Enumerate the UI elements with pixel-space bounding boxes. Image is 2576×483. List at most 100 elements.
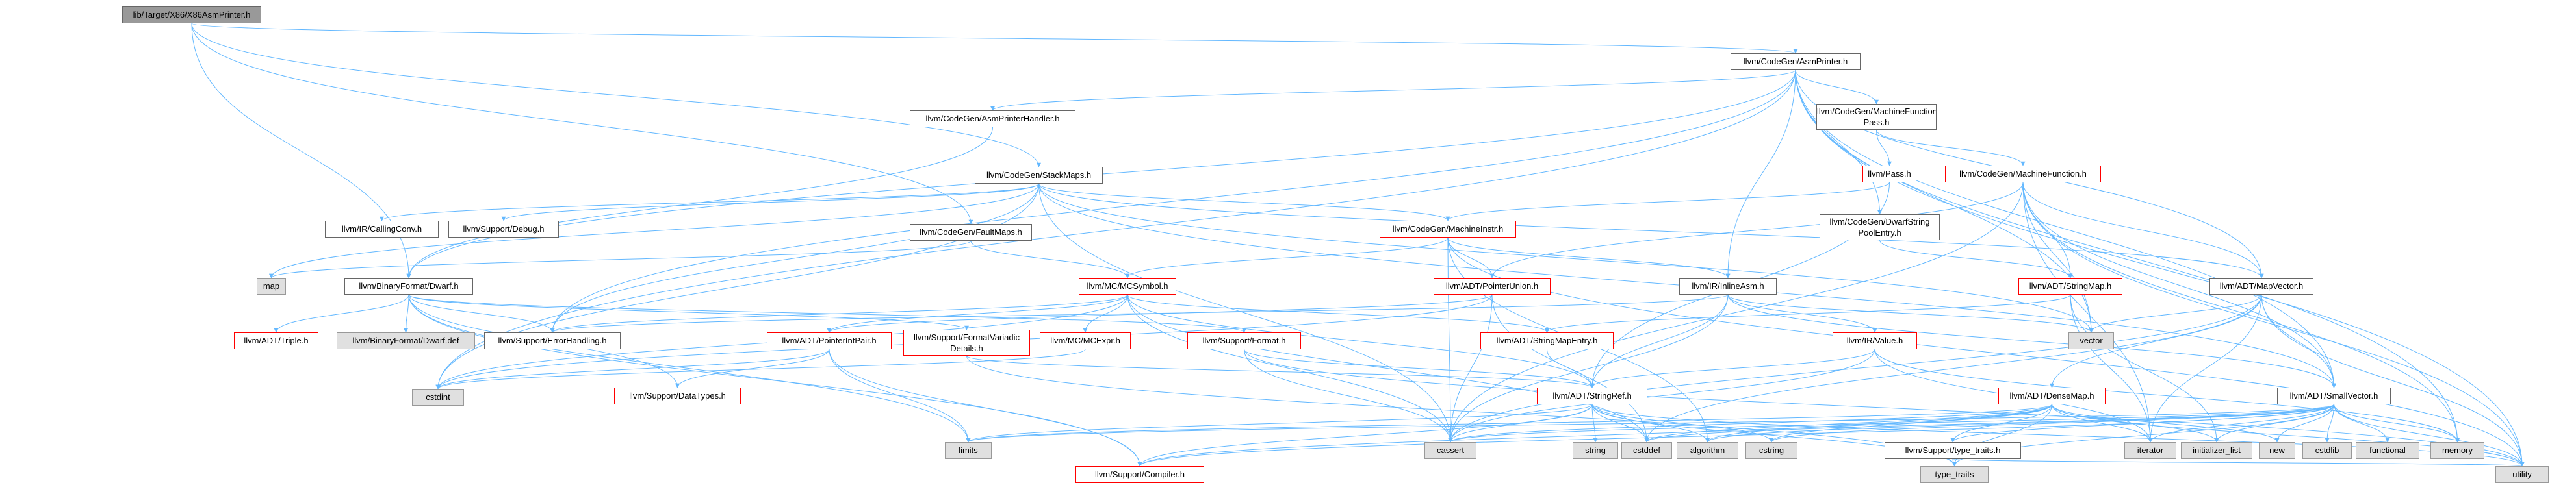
edge-inlineasm-to-cassert [1448, 294, 1729, 443]
node-debug[interactable]: llvm/Support/Debug.h [448, 221, 559, 238]
node-limits[interactable]: limits [945, 442, 992, 459]
node-cassert[interactable]: cassert [1424, 442, 1476, 459]
node-type_traits[interactable]: type_traits [1920, 466, 1989, 483]
node-formatvariadic[interactable]: llvm/Support/FormatVariadic Details.h [903, 330, 1030, 356]
node-value[interactable]: llvm/IR/Value.h [1833, 332, 1917, 349]
edge-inlineasm-to-stringref [1590, 294, 1729, 388]
edge-mfpass-to-machinefunction [1876, 129, 2026, 166]
node-mcsymbol[interactable]: llvm/MC/MCSymbol.h [1079, 278, 1176, 295]
node-algorithm[interactable]: algorithm [1677, 442, 1738, 459]
node-smallvector[interactable]: llvm/ADT/SmallVector.h [2277, 388, 2391, 404]
edge-stringmap-to-iterator [2070, 294, 2153, 443]
edge-root-to-faultmaps [191, 23, 973, 225]
edge-densemap-to-cstring [1769, 404, 2052, 443]
node-stackmaps[interactable]: llvm/CodeGen/StackMaps.h [975, 167, 1103, 184]
node-stringmap[interactable]: llvm/ADT/StringMap.h [2018, 278, 2122, 295]
edge-dwarf-to-limits [408, 294, 971, 443]
edge-mcsymbol-to-stringref [1127, 294, 1595, 388]
node-asmprinterhandler[interactable]: llvm/CodeGen/AsmPrinterHandler.h [910, 110, 1075, 127]
edge-mapvector-to-cstddef [1644, 294, 2262, 443]
node-callingconv[interactable]: llvm/IR/CallingConv.h [325, 221, 439, 238]
node-cstdint[interactable]: cstdint [412, 389, 464, 406]
edge-mapvector-to-cassert [1448, 294, 2262, 443]
edge-dwarf-to-dwarfdef [404, 294, 409, 333]
node-cstring[interactable]: cstring [1745, 442, 1797, 459]
edge-stackmaps-to-cassert [1038, 183, 1453, 443]
node-pointerintpair[interactable]: llvm/ADT/PointerIntPair.h [767, 332, 892, 349]
node-dwarfdef[interactable]: llvm/BinaryFormat/Dwarf.def [337, 332, 475, 349]
node-stringref[interactable]: llvm/ADT/StringRef.h [1537, 388, 1647, 404]
edge-asmprinter-to-errorhandling [550, 69, 1796, 333]
edge-smallvector-to-cstddef [1644, 404, 2334, 443]
edge-smallvector-to-typetraitsh [1950, 404, 2334, 443]
node-map[interactable]: map [257, 278, 286, 295]
edge-densemap-to-new [2052, 404, 2280, 443]
node-functional[interactable]: functional [2356, 442, 2419, 459]
node-triple[interactable]: llvm/ADT/Triple.h [234, 332, 318, 349]
node-mcexpr[interactable]: llvm/MC/MCExpr.h [1040, 332, 1131, 349]
node-machineinstr[interactable]: llvm/CodeGen/MachineInstr.h [1380, 221, 1516, 238]
node-faultmaps[interactable]: llvm/CodeGen/FaultMaps.h [910, 224, 1032, 241]
edge-stackmaps-to-errorhandling [550, 183, 1039, 333]
edge-densemap-to-utility [2052, 404, 2525, 467]
node-machinefunction[interactable]: llvm/CodeGen/MachineFunction.h [1945, 166, 2101, 182]
edge-root-to-asmprinter [191, 23, 1797, 54]
edge-mcexpr-to-cstdint [435, 349, 1086, 390]
node-asmprinter[interactable]: llvm/CodeGen/AsmPrinter.h [1731, 53, 1861, 70]
node-dwarfstring[interactable]: llvm/CodeGen/DwarfString PoolEntry.h [1820, 214, 1940, 240]
edge-asmprinter-to-cstdint [435, 69, 1796, 390]
edge-machinefunction-to-utility [2022, 182, 2525, 467]
node-cstdlib[interactable]: cstdlib [2302, 442, 2352, 459]
node-errorhandling[interactable]: llvm/Support/ErrorHandling.h [484, 332, 621, 349]
edge-dwarf-to-formatvariadic [408, 294, 969, 330]
edge-densemap-to-limits [966, 404, 2052, 443]
node-mapvector[interactable]: llvm/ADT/MapVector.h [2209, 278, 2313, 295]
node-typetraitsh[interactable]: llvm/Support/type_traits.h [1885, 442, 2021, 459]
node-memory[interactable]: memory [2430, 442, 2484, 459]
node-dwarf[interactable]: llvm/BinaryFormat/Dwarf.h [344, 278, 473, 295]
node-inlineasm[interactable]: llvm/IR/InlineAsm.h [1679, 278, 1777, 295]
edge-smallvector-to-algorithm [1705, 404, 2334, 443]
edge-dwarfstring-to-stringmap [1879, 240, 2073, 279]
node-datatypes[interactable]: llvm/Support/DataTypes.h [614, 388, 741, 404]
edge-typetraitsh-to-utility [1952, 458, 2524, 467]
node-compiler[interactable]: llvm/Support/Compiler.h [1075, 466, 1204, 483]
node-string[interactable]: string [1573, 442, 1618, 459]
node-utility[interactable]: utility [2495, 466, 2549, 483]
edge-mapvector-to-vector [2089, 294, 2262, 333]
node-format[interactable]: llvm/Support/Format.h [1187, 332, 1301, 349]
edge-asmprinter-to-mfpass [1795, 69, 1879, 105]
node-cstddef[interactable]: cstddef [1621, 442, 1672, 459]
edge-machineinstr-to-inlineasm [1447, 237, 1731, 279]
edge-stringmap-to-stringmapentry [1545, 294, 2071, 333]
node-pointerunion[interactable]: llvm/ADT/PointerUnion.h [1434, 278, 1551, 295]
node-stringmapentry[interactable]: llvm/ADT/StringMapEntry.h [1480, 332, 1614, 349]
edge-format-to-cassert [1244, 349, 1453, 443]
edge-stringref-to-string [1591, 404, 1598, 443]
edge-machineinstr-to-pointerunion [1447, 237, 1495, 279]
edge-pass-to-machineinstr [1445, 182, 1890, 221]
edge-densemap-to-iterator [2052, 404, 2153, 443]
node-pass[interactable]: llvm/Pass.h [1862, 166, 1916, 182]
edge-pointerintpair-to-limits [829, 349, 971, 443]
edge-mcsymbol-to-mcexpr [1083, 294, 1128, 333]
node-new[interactable]: new [2259, 442, 2295, 459]
node-initlist[interactable]: initializer_list [2181, 442, 2252, 459]
edge-densemap-to-typetraitsh [1950, 404, 2052, 443]
edge-smallvector-to-initlist [2214, 404, 2334, 443]
node-densemap[interactable]: llvm/ADT/DenseMap.h [1998, 388, 2106, 404]
edge-densemap-to-cassert [1448, 404, 2052, 443]
edge-formatvariadic-to-stringref [966, 355, 1595, 388]
edge-asmprinter-to-utility [1795, 69, 2525, 467]
node-root: lib/Target/X86/X86AsmPrinter.h [122, 6, 261, 23]
edge-value-to-cassert [1448, 349, 1875, 443]
node-vector[interactable]: vector [2068, 332, 2114, 349]
node-mfpass[interactable]: llvm/CodeGen/MachineFunction Pass.h [1816, 104, 1937, 130]
edge-root-to-dwarf [191, 23, 411, 279]
edge-value-to-memory [1874, 349, 2460, 443]
edge-machinefunction-to-pointerunion [1489, 182, 2024, 279]
edge-inlineasm-to-errorhandling [550, 294, 1729, 333]
node-iterator[interactable]: iterator [2124, 442, 2176, 459]
edge-inlineasm-to-smallvector [1727, 294, 2336, 388]
